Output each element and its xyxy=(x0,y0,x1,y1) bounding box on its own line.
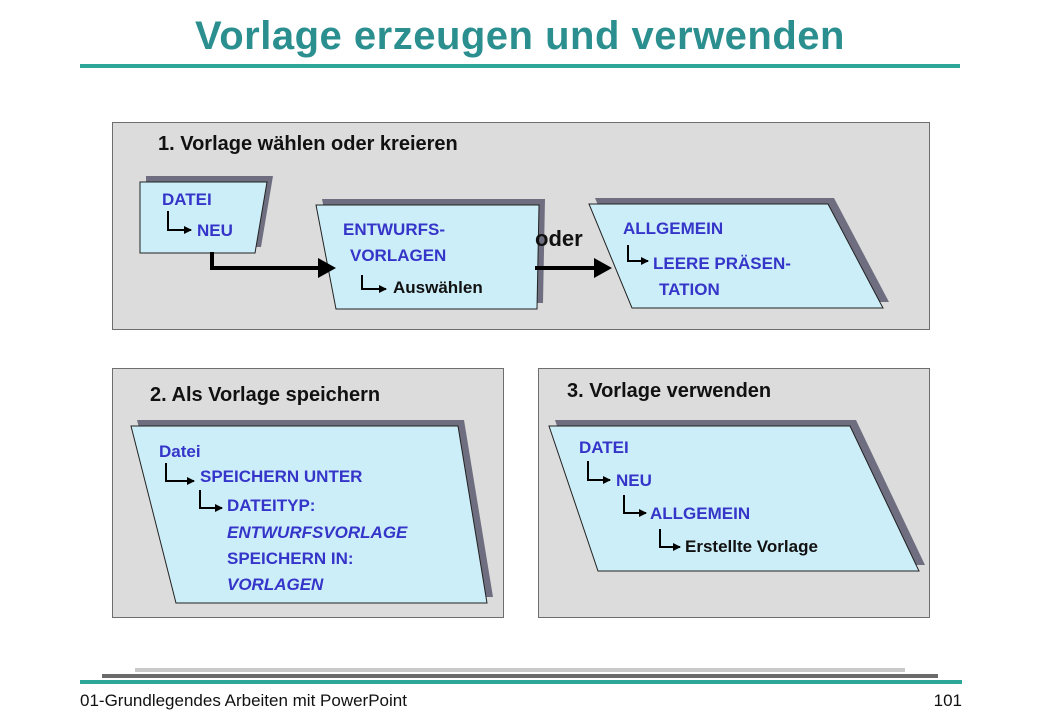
menu-leere-praesentation-1: LEERE PRÄSEN- xyxy=(653,254,791,273)
menu-entwurfsvorlagen-2: VORLAGEN xyxy=(350,246,447,265)
page-title: Vorlage erzeugen und verwenden xyxy=(195,14,845,58)
sub-step-arrow-icon xyxy=(659,529,681,551)
sub-step-arrow-icon xyxy=(623,495,647,517)
footer-course-label: 01-Grundlegendes Arbeiten mit PowerPoint xyxy=(80,691,407,710)
oder-label: oder xyxy=(535,226,583,251)
flow-arrow-icon xyxy=(535,258,612,278)
panel-1-heading: 1. Vorlage wählen oder kreieren xyxy=(158,133,458,155)
sub-step-arrow-icon xyxy=(199,490,223,512)
item-erstellte-vorlage: Erstellte Vorlage xyxy=(685,537,818,556)
footer-rule-dark xyxy=(102,674,938,678)
panel-3-heading: 3. Vorlage verwenden xyxy=(567,380,772,402)
value-entwurfsvorlage: ENTWURFSVORLAGE xyxy=(227,523,408,542)
menu-allgemein: ALLGEMEIN xyxy=(650,504,751,523)
menu-neu: NEU xyxy=(197,221,233,240)
sub-step-arrow-icon xyxy=(167,211,192,234)
title-underline xyxy=(80,64,960,68)
option-dateityp: DATEITYP: xyxy=(227,496,316,515)
sub-step-arrow-icon xyxy=(627,245,649,265)
action-auswaehlen: Auswählen xyxy=(393,278,483,297)
sub-step-arrow-icon xyxy=(165,463,195,485)
menu-datei: DATEI xyxy=(162,190,212,209)
menu-datei: Datei xyxy=(159,442,201,461)
card-speichern-unter xyxy=(130,420,493,604)
value-vorlagen: VORLAGEN xyxy=(227,575,324,594)
card-vorlage-verwenden xyxy=(548,420,925,572)
card-allgemein-leere-praesentation xyxy=(588,198,889,309)
menu-entwurfsvorlagen-1: ENTWURFS- xyxy=(343,220,445,239)
page-number: 101 xyxy=(933,691,962,710)
sub-step-arrow-icon xyxy=(587,461,611,484)
menu-datei: DATEI xyxy=(579,438,629,457)
menu-neu: NEU xyxy=(616,471,652,490)
card-datei-neu xyxy=(139,176,273,254)
sub-step-arrow-icon xyxy=(361,275,387,293)
menu-speichern-unter: SPEICHERN UNTER xyxy=(200,467,363,486)
panel-2-heading: 2. Als Vorlage speichern xyxy=(150,384,381,406)
menu-leere-praesentation-2: TATION xyxy=(659,280,720,299)
footer-rule-light xyxy=(135,668,905,672)
option-speichern-in: SPEICHERN IN: xyxy=(227,549,354,568)
menu-allgemein: ALLGEMEIN xyxy=(623,219,724,238)
flow-arrow-icon xyxy=(210,252,336,278)
footer-rule-accent xyxy=(80,680,962,684)
card-entwurfsvorlagen xyxy=(315,199,545,310)
